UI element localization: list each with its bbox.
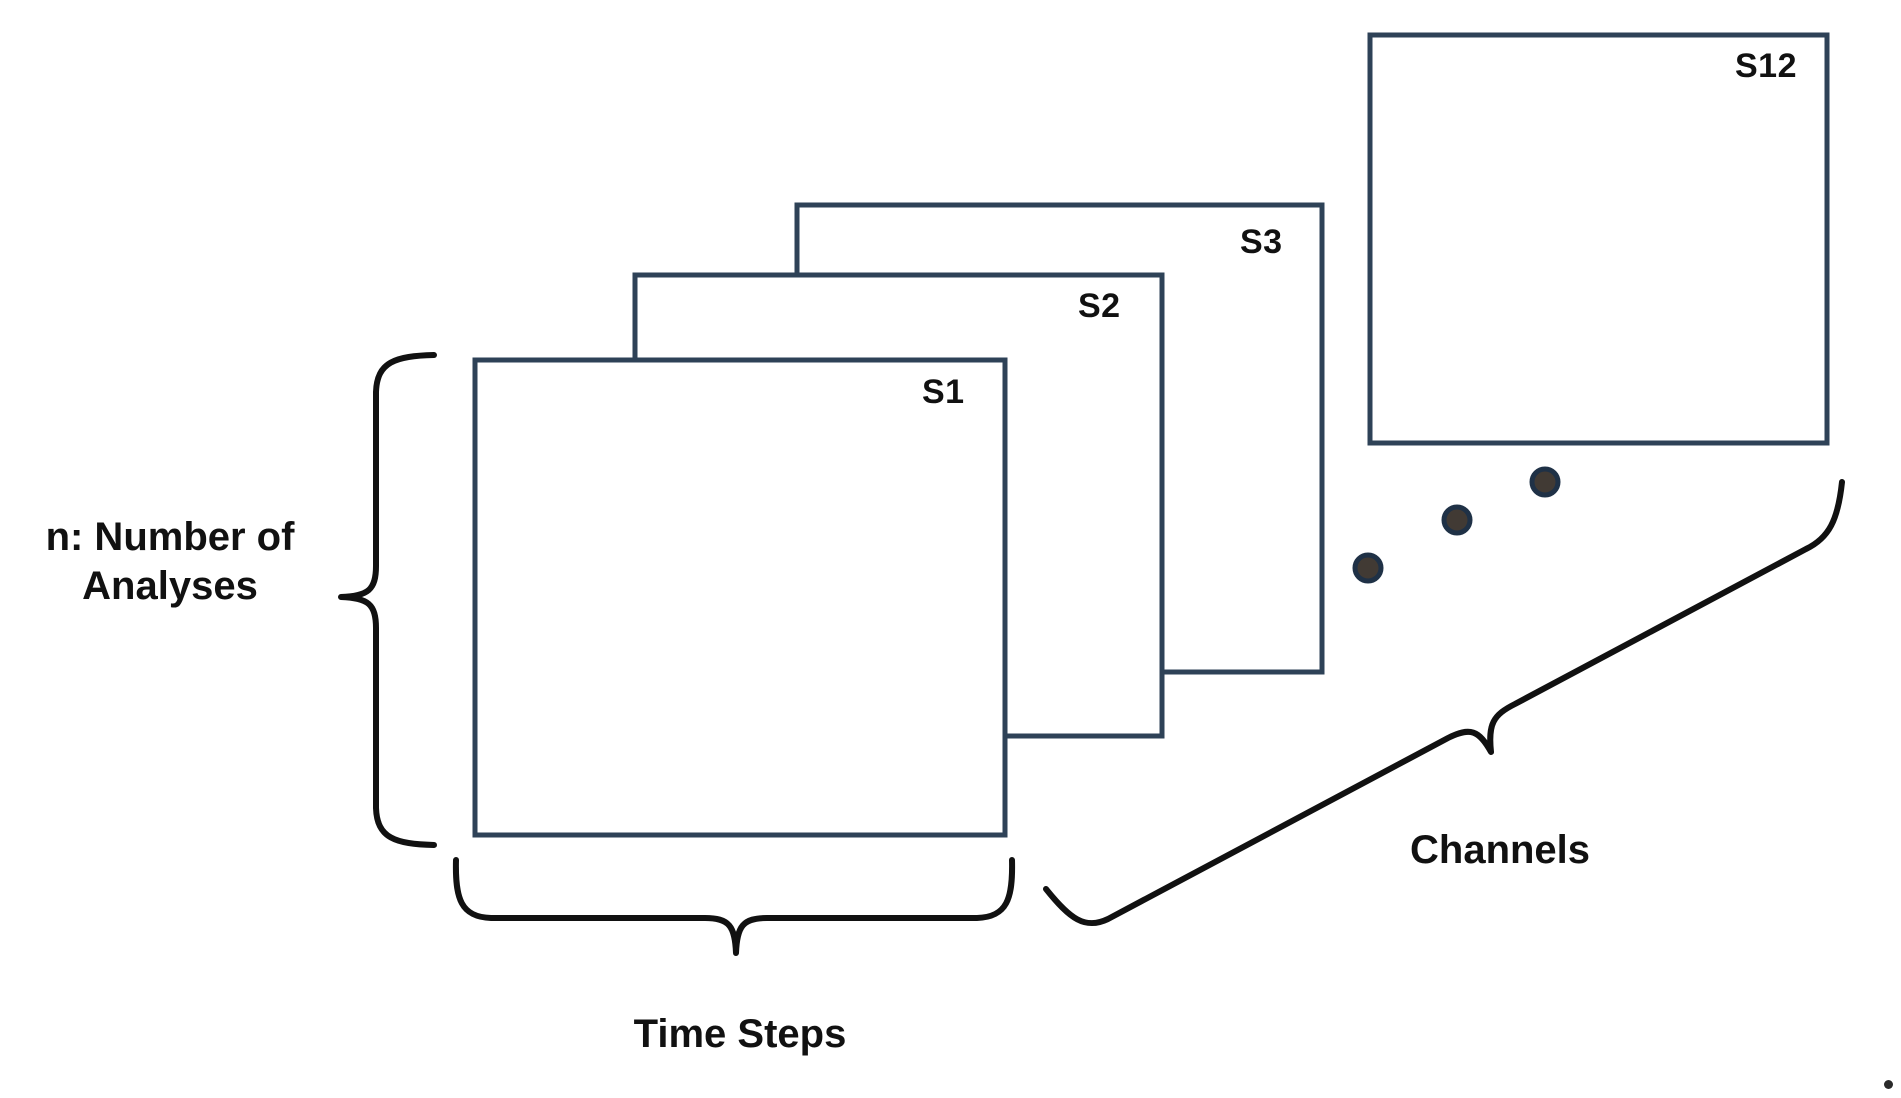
slice-label-s3: S3 (1240, 223, 1283, 261)
corner-speck (1884, 1080, 1893, 1089)
ellipsis-dot-2 (1441, 504, 1473, 536)
ellipsis-dot-3 (1529, 466, 1561, 498)
axis-label-channels: Channels (1410, 828, 1591, 872)
slice-label-s1: S1 (922, 373, 965, 411)
diagonal-brace (1043, 479, 1845, 927)
horizontal-brace (452, 857, 1016, 956)
slice-label-s12: S12 (1735, 47, 1797, 85)
ellipsis-dot-1 (1352, 552, 1384, 584)
slice-rect-s1 (472, 357, 1008, 838)
slice-rect-s12 (1367, 32, 1830, 446)
axis-label-time-steps: Time Steps (633, 1012, 847, 1056)
slice-label-s2: S2 (1078, 287, 1121, 325)
axis-label-number-of-analyses: n: Number of Analyses (45, 515, 295, 608)
vertical-brace (338, 352, 437, 848)
